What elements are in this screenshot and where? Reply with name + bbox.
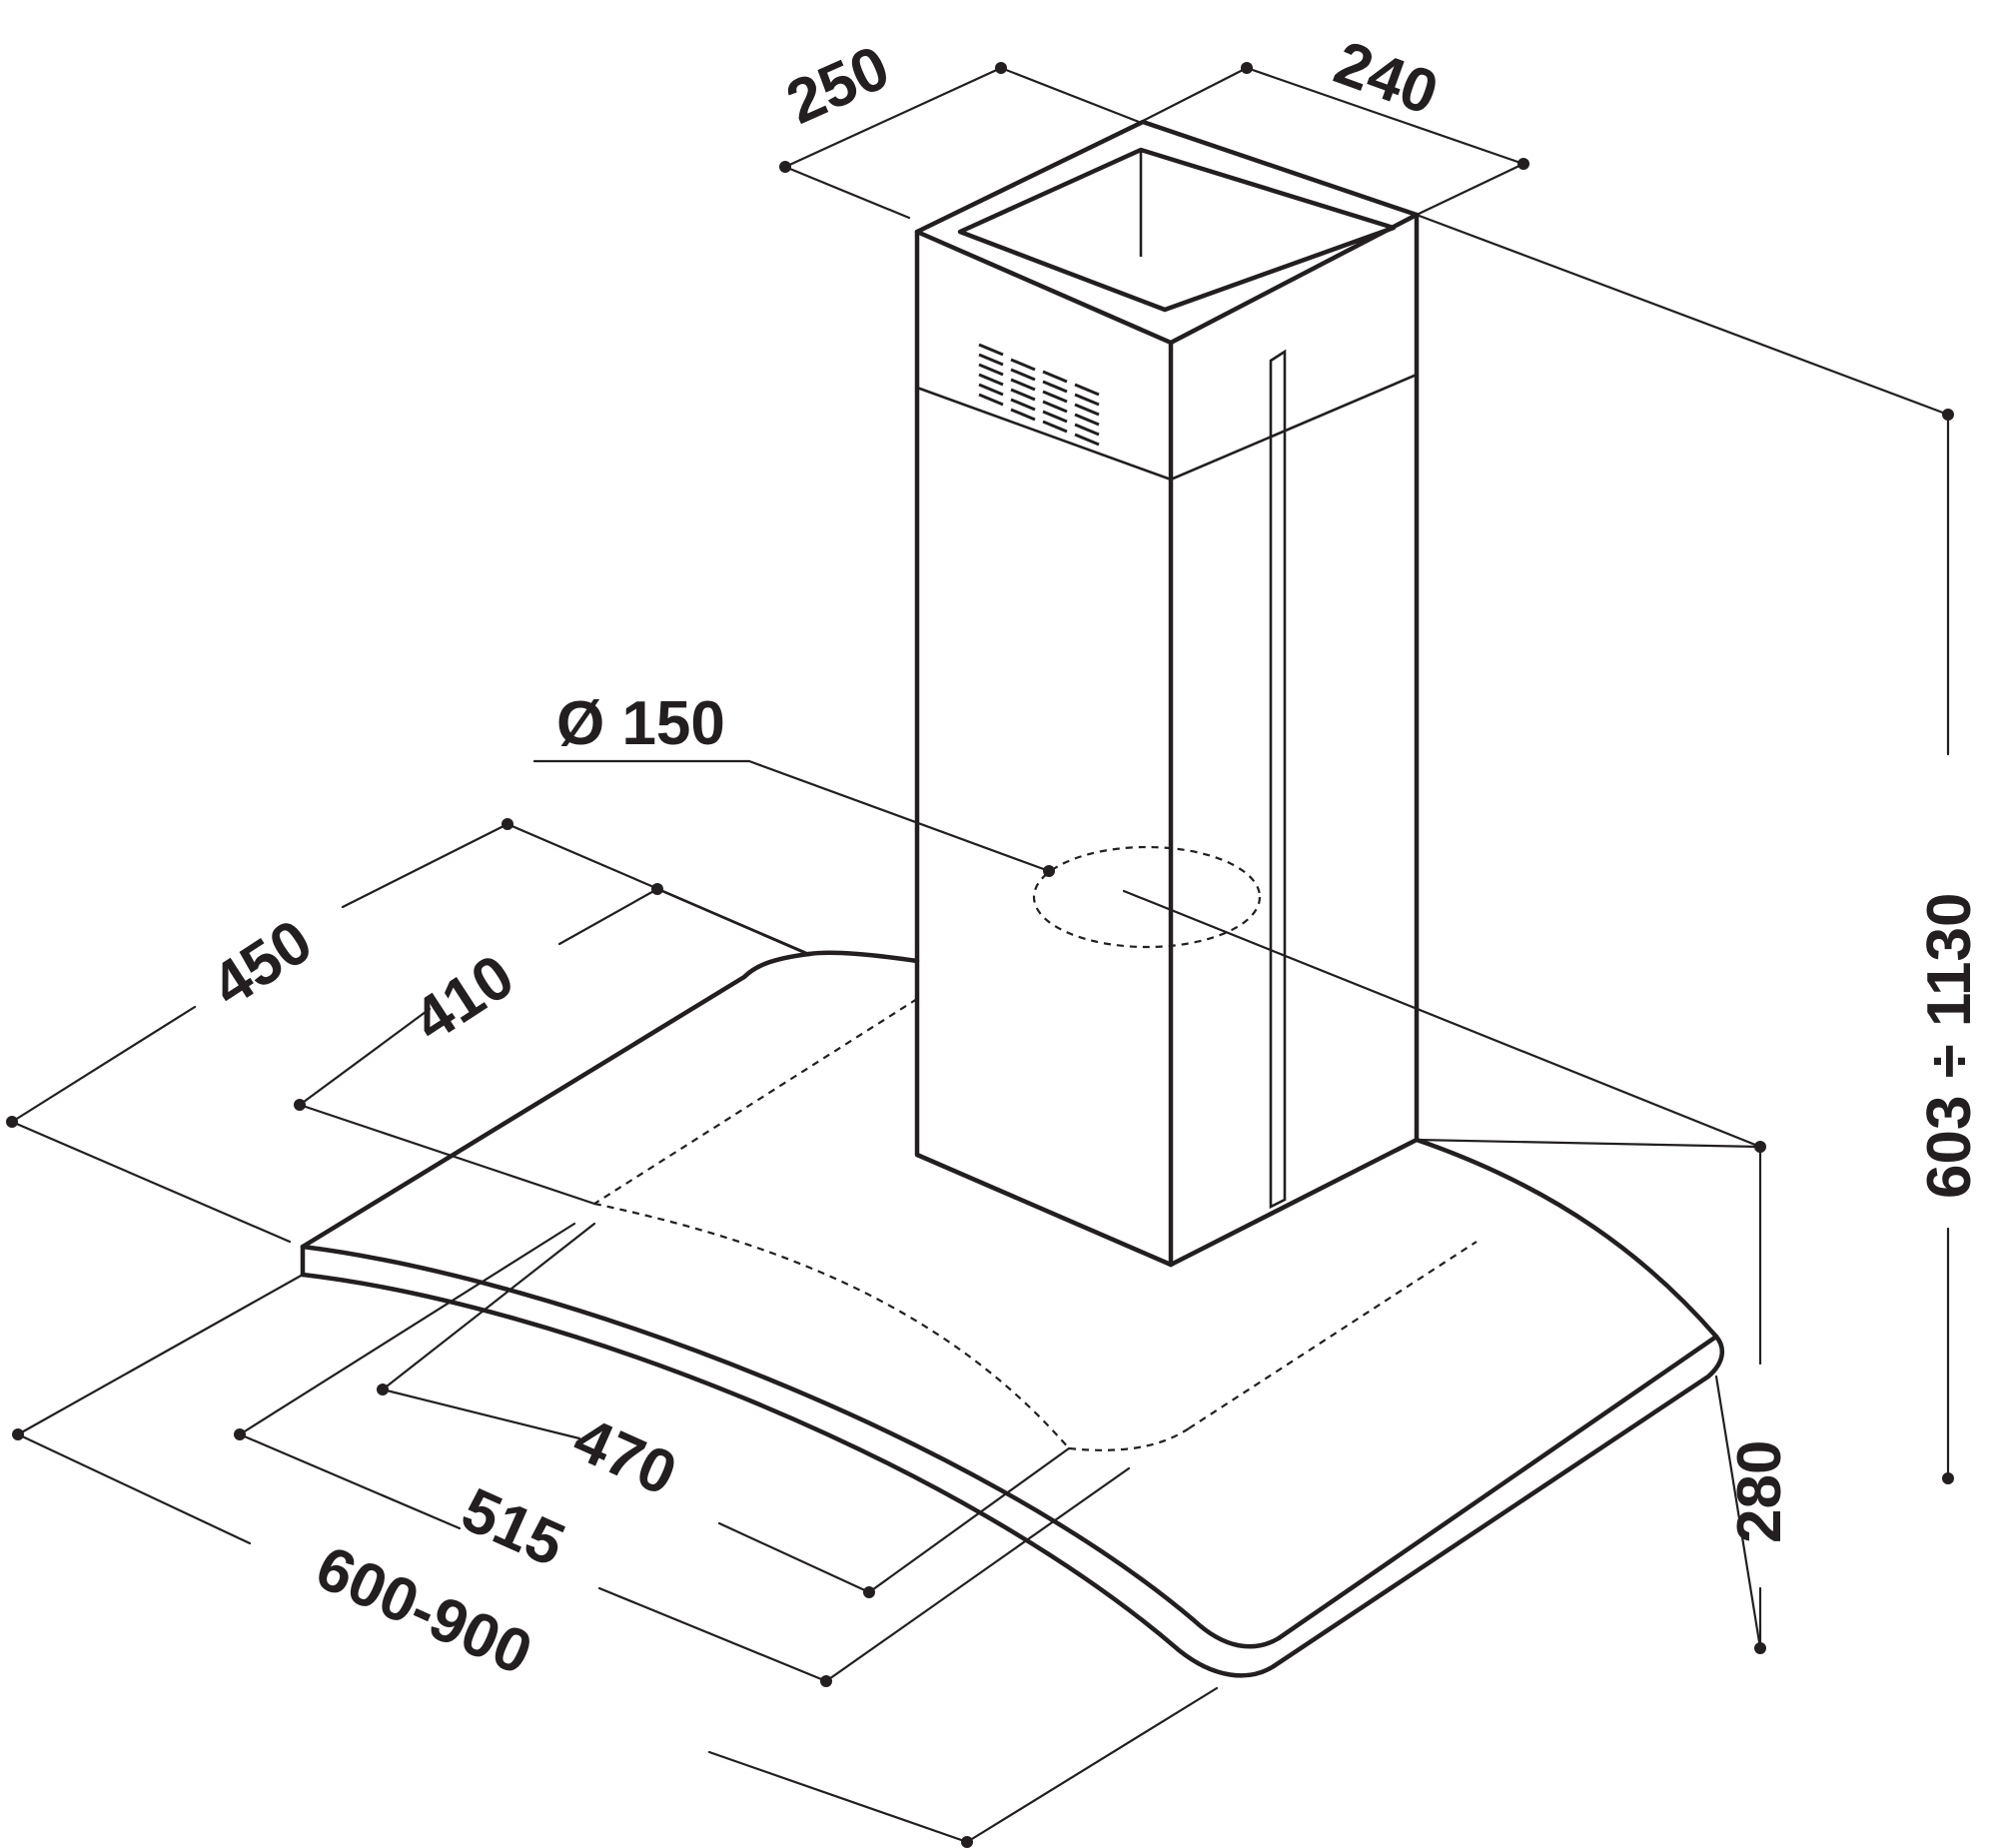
canopy (300, 950, 1725, 1678)
dim-450: 450 (200, 907, 324, 1021)
dim-240: 240 (1326, 28, 1447, 128)
dim-515: 515 (452, 1475, 574, 1580)
dim-280: 280 (1725, 1440, 1794, 1543)
vent-grille (978, 343, 1100, 447)
duct-outlet (1032, 845, 1262, 949)
dim-410: 410 (402, 942, 525, 1056)
dim-603-1130: 603 ÷ 1130 (1915, 893, 1984, 1199)
dimension-lines (6, 62, 1954, 1848)
dim-diameter-150: Ø 150 (556, 689, 725, 758)
dim-470: 470 (563, 1404, 686, 1509)
chimney (914, 119, 1420, 1268)
